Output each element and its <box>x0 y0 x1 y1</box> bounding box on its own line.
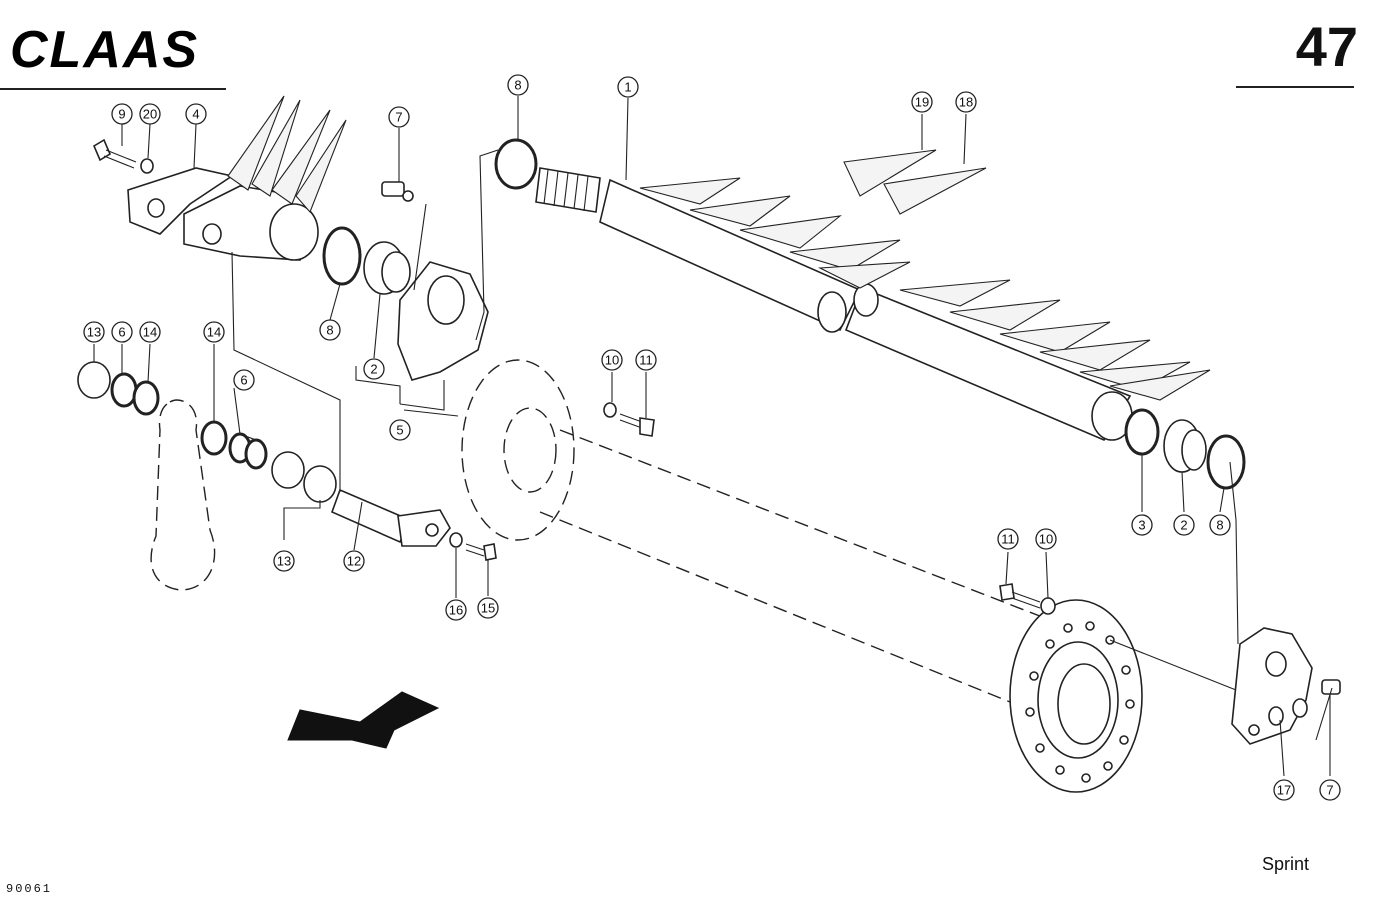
bolt-15-part <box>449 532 497 561</box>
bolt-9-part <box>92 138 154 174</box>
header-rule-left <box>0 88 226 90</box>
left-bearing-stack-part <box>77 361 337 503</box>
svg-text:1: 1 <box>624 80 631 95</box>
page-number: 47 <box>1295 15 1358 78</box>
svg-text:2: 2 <box>370 362 377 377</box>
svg-text:7: 7 <box>395 110 402 125</box>
svg-text:9: 9 <box>118 107 125 122</box>
callout-1: 1 <box>617 76 639 98</box>
callout-14-left: 14 <box>139 321 161 343</box>
callout-19: 19 <box>911 91 933 113</box>
svg-text:20: 20 <box>143 107 157 122</box>
svg-text:17: 17 <box>1277 783 1291 798</box>
ring-8-upper-part <box>322 226 362 286</box>
svg-text:6: 6 <box>118 325 125 340</box>
flange-disc-left-outline <box>461 359 575 541</box>
callout-13-left: 13 <box>83 321 105 343</box>
tine-arm-bracket-part <box>127 95 347 261</box>
callout-8-upper: 8 <box>319 319 341 341</box>
svg-text:12: 12 <box>347 554 361 569</box>
svg-text:7: 7 <box>1326 783 1333 798</box>
svg-text:14: 14 <box>207 325 221 340</box>
callout-10-upper: 10 <box>601 349 623 371</box>
grease-nipple-7-lower-part <box>1321 679 1341 695</box>
flange-hub-left-outline <box>503 407 557 493</box>
bearing-bracket-5-part <box>397 261 489 381</box>
callout-6-mid: 6 <box>233 369 255 391</box>
callout-16: 16 <box>445 599 467 621</box>
claas-logo: CLAAS <box>10 22 199 72</box>
callout-3: 3 <box>1131 514 1153 536</box>
svg-text:19: 19 <box>915 95 929 110</box>
svg-text:3: 3 <box>1138 518 1145 533</box>
spare-tines-part <box>843 149 987 215</box>
callout-17: 17 <box>1273 779 1295 801</box>
axis-line-upper <box>559 429 1051 621</box>
svg-text:18: 18 <box>959 95 973 110</box>
svg-text:10: 10 <box>1039 532 1053 547</box>
rotor-shaft-part <box>535 167 1211 442</box>
bushing-2-upper-part <box>363 241 411 295</box>
leader-lines <box>93 96 1333 777</box>
svg-text:10: 10 <box>605 353 619 368</box>
drawing-code: 90061 <box>6 882 53 896</box>
svg-text:11: 11 <box>639 353 653 368</box>
svg-text:13: 13 <box>87 325 101 340</box>
callout-14-mid: 14 <box>203 321 225 343</box>
svg-text:8: 8 <box>1216 518 1223 533</box>
callout-8-shaft: 8 <box>507 74 529 96</box>
claas-logo-text: CLAAS <box>10 22 199 72</box>
bolt-11-upper-part <box>603 402 655 437</box>
callout-11-lower: 11 <box>997 528 1019 550</box>
callout-7-upper: 7 <box>388 106 410 128</box>
callout-12: 12 <box>343 550 365 572</box>
crank-arm-outline <box>150 399 216 591</box>
svg-text:14: 14 <box>143 325 157 340</box>
callout-11-upper: 11 <box>635 349 657 371</box>
model-name: Sprint <box>1262 854 1310 874</box>
callout-4: 4 <box>185 103 207 125</box>
header-rule-right <box>1236 86 1354 88</box>
grease-nipple-7-upper-part <box>381 181 414 202</box>
callout-9: 9 <box>111 103 133 125</box>
ring-8-shaft-part <box>494 138 538 190</box>
callout-2-upper: 2 <box>363 358 385 380</box>
callout-6-left: 6 <box>111 321 133 343</box>
axis-line-lower <box>539 511 1021 707</box>
callout-20: 20 <box>139 103 161 125</box>
callout-2-lower: 2 <box>1173 514 1195 536</box>
callout-5: 5 <box>389 419 411 441</box>
callout-13-mid: 13 <box>273 550 295 572</box>
bolt-11-lower-part <box>999 583 1056 615</box>
right-bearing-stack-part <box>1124 408 1246 490</box>
bearing-bracket-17-part <box>1231 627 1313 745</box>
pin-12-part <box>330 488 451 547</box>
callout-8-lower: 8 <box>1209 514 1231 536</box>
svg-text:13: 13 <box>277 554 291 569</box>
flange-disc-right-part <box>1009 599 1143 793</box>
svg-text:16: 16 <box>449 603 463 618</box>
callout-15: 15 <box>477 597 499 619</box>
callout-10-lower: 10 <box>1035 528 1057 550</box>
svg-text:4: 4 <box>192 107 199 122</box>
svg-text:8: 8 <box>326 323 333 338</box>
svg-text:2: 2 <box>1180 518 1187 533</box>
callout-18: 18 <box>955 91 977 113</box>
svg-text:15: 15 <box>481 601 495 616</box>
svg-text:6: 6 <box>240 373 247 388</box>
svg-text:5: 5 <box>396 423 403 438</box>
callout-7-lower: 7 <box>1319 779 1341 801</box>
travel-direction-arrow <box>287 691 440 749</box>
svg-text:8: 8 <box>514 78 521 93</box>
svg-text:11: 11 <box>1001 532 1015 547</box>
